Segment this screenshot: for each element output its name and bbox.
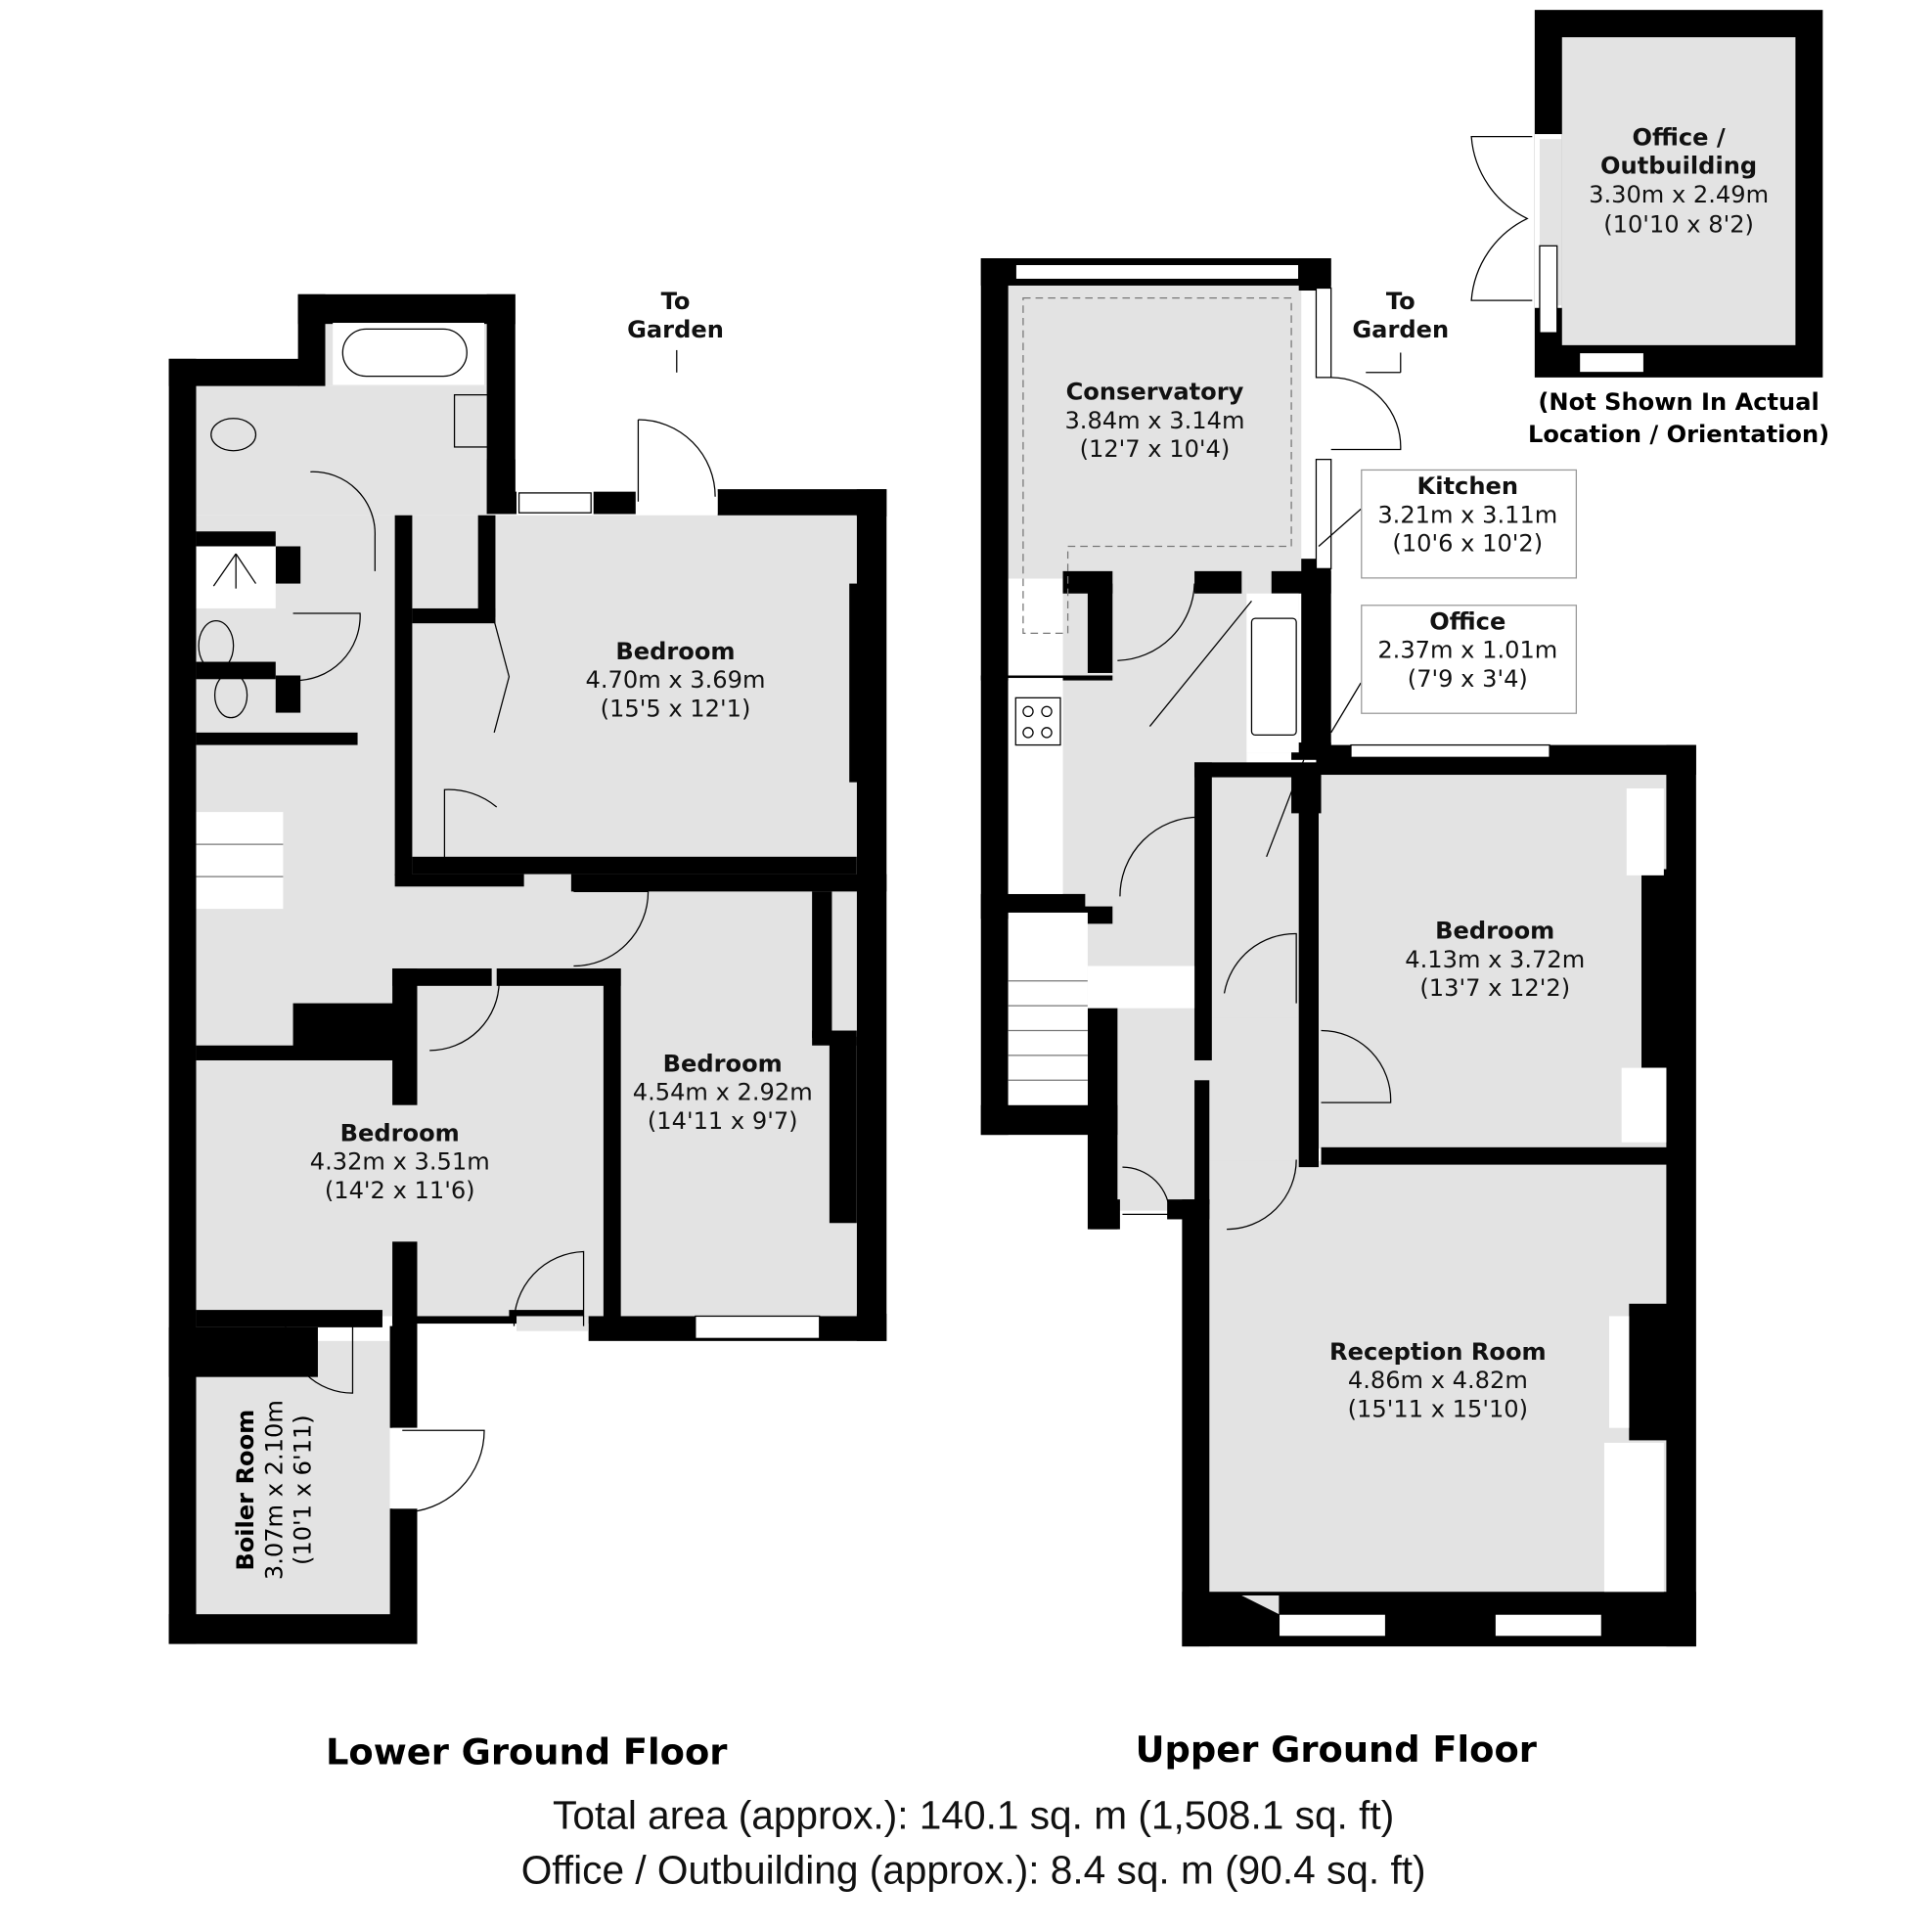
floor-title-lower: Lower Ground Floor	[325, 1730, 728, 1774]
room-label-upper-bedroom: Bedroom 4.13m x 3.72m (13'7 x 12'2)	[1405, 918, 1586, 1003]
room-label-kitchen: Kitchen 3.21m x 3.11m (10'6 x 10'2)	[1377, 472, 1558, 559]
room-label-boiler-room: Boiler Room 3.07m x 2.10m (10'1 x 6'11)	[232, 1400, 318, 1581]
floor-title-upper: Upper Ground Floor	[1135, 1728, 1537, 1772]
upper-ground-floor-plan	[676, 258, 1696, 1647]
lower-ground-floor-plan	[168, 293, 887, 1644]
kitchen-label-box	[1361, 469, 1578, 579]
room-label-bedroom-2: Bedroom 4.54m x 2.92m (14'11 x 9'7)	[632, 1050, 813, 1136]
room-label-outbuilding: Office / Outbuilding 3.30m x 2.49m (10'1…	[1589, 123, 1770, 239]
total-area: Total area (approx.): 140.1 sq. m (1,508…	[553, 1792, 1395, 1838]
outbuilding-area: Office / Outbuilding (approx.): 8.4 sq. …	[520, 1847, 1426, 1893]
office-label-box	[1361, 605, 1578, 714]
room-label-reception-room: Reception Room 4.86m x 4.82m (15'11 x 15…	[1329, 1338, 1547, 1424]
room-label-bedroom-1: Bedroom 4.70m x 3.69m (15'5 x 12'1)	[585, 638, 766, 724]
outbuilding-location-note: (Not Shown In Actual Location / Orientat…	[1527, 388, 1830, 448]
room-label-office: Office 2.37m x 1.01m (7'9 x 3'4)	[1377, 607, 1558, 694]
outbuilding-plan	[1470, 10, 1823, 378]
room-label-conservatory: Conservatory 3.84m x 3.14m (12'7 x 10'4)	[1064, 379, 1245, 464]
room-label-bedroom-3: Bedroom 4.32m x 3.51m (14'2 x 11'6)	[309, 1119, 490, 1205]
